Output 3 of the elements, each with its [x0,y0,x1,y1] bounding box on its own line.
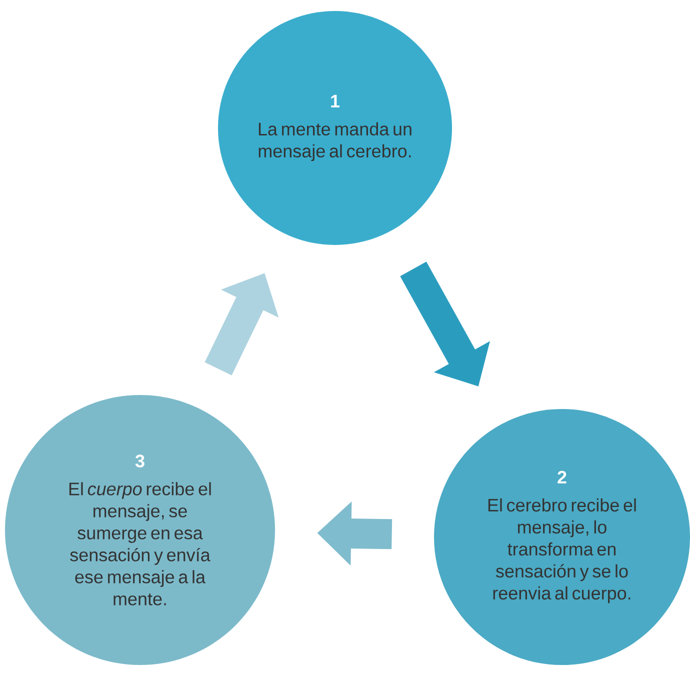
circle-node: 3 El cuerpo recibe el mensaje, se sumerge en esa sensación y envía ese mensaje a la mente. [5,395,275,665]
circle-node: 2 El cerebro recibe el mensaje, lo transforma en sensación y se lo reenvia al cuerpo. [434,409,690,665]
circle-node: 1 La mente manda un mensaje al cerebro. [218,11,452,245]
